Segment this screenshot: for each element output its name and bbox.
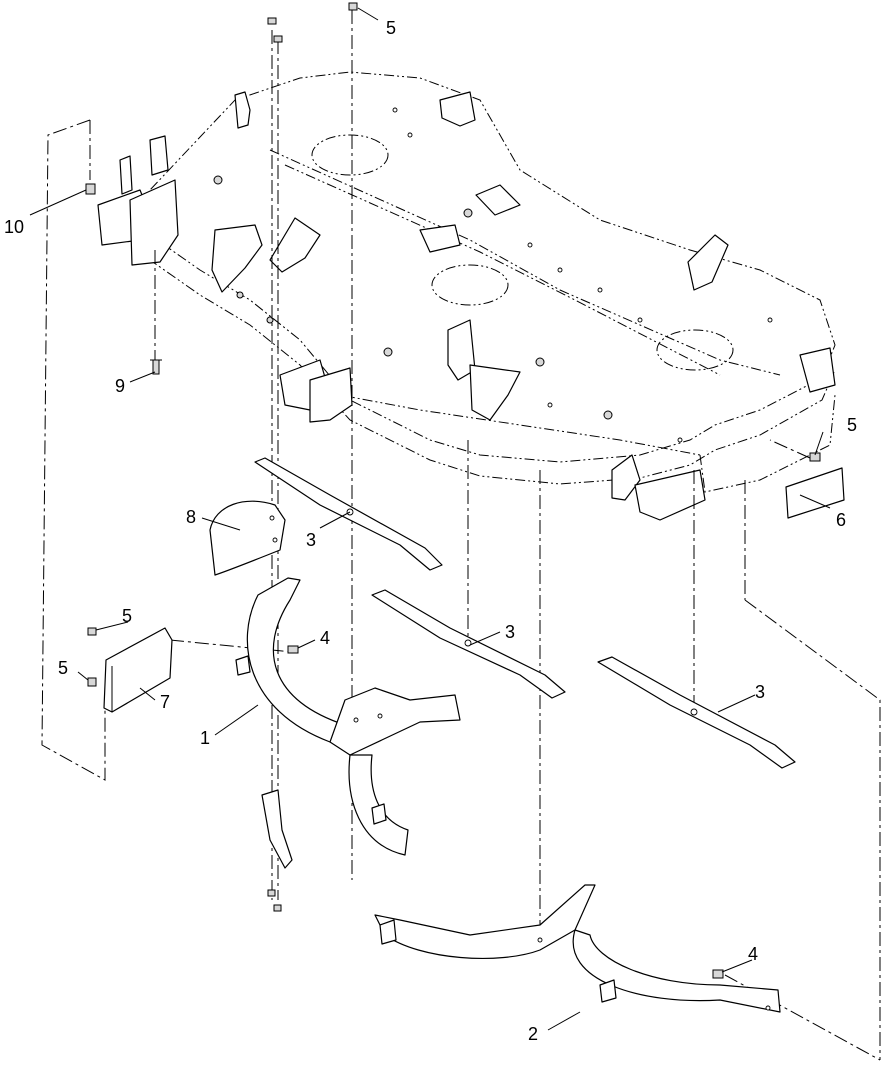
- callout-9: 9: [115, 376, 125, 396]
- callout-3: 3: [755, 682, 765, 702]
- callout-3: 3: [505, 622, 515, 642]
- callout-5: 5: [386, 18, 396, 38]
- callout-1: 1: [200, 728, 210, 748]
- callout-7: 7: [160, 692, 170, 712]
- hardware: [85, 2, 821, 979]
- callout-8: 8: [186, 507, 196, 527]
- nut-icon: [809, 452, 821, 462]
- spindle-opening: [656, 329, 734, 371]
- bolt-icon: [287, 645, 299, 654]
- callout-4: 4: [748, 944, 758, 964]
- bracket-part-7: [103, 627, 173, 713]
- leader-lines: [29, 7, 831, 1031]
- callout-labels: 5 10 9 5 6 8 3 3 3 5 4 5 7 1 4 2: [4, 18, 857, 1044]
- nut-icon: [87, 677, 97, 687]
- bolt-icon: [273, 35, 283, 43]
- bolt-icon: [267, 889, 276, 897]
- callout-6: 6: [836, 510, 846, 530]
- nut-icon: [348, 2, 358, 11]
- blade-part-3: [371, 589, 566, 699]
- callout-2: 2: [528, 1024, 538, 1044]
- callout-3: 3: [306, 530, 316, 550]
- blade-part-3: [597, 656, 796, 769]
- spindle-opening: [431, 264, 509, 306]
- baffle-part-2: [374, 884, 781, 1013]
- callout-4: 4: [320, 628, 330, 648]
- callout-5: 5: [58, 658, 68, 678]
- nut-icon: [85, 183, 96, 195]
- decal-part-6: [785, 467, 845, 519]
- bolt-icon: [273, 904, 282, 912]
- baffle-part-1: [235, 577, 461, 856]
- nut-icon: [87, 627, 97, 636]
- mower-deck: [97, 71, 836, 521]
- plate-part-8: [209, 500, 286, 576]
- bolt-icon: [712, 969, 724, 979]
- callout-10: 10: [4, 217, 24, 237]
- callout-5: 5: [122, 606, 132, 626]
- bolt-icon: [267, 17, 277, 25]
- bolt-icon: [152, 359, 160, 375]
- blade-part-3: [254, 457, 443, 571]
- callout-5: 5: [847, 415, 857, 435]
- spindle-opening: [311, 134, 389, 176]
